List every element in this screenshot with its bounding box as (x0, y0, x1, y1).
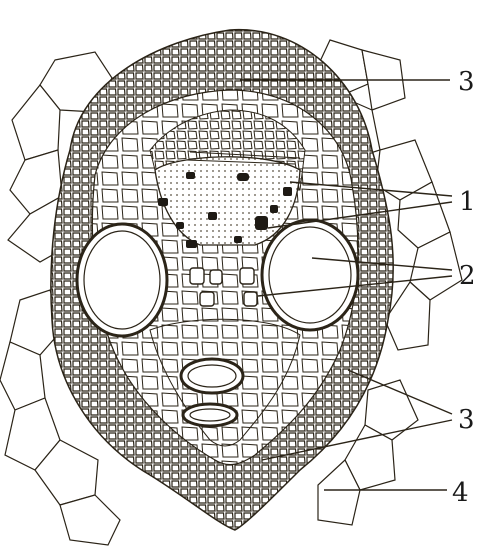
label-3-bottom: 3 (458, 405, 475, 435)
label-4: 4 (452, 478, 469, 508)
labels: 3 1 2 3 4 (452, 67, 476, 508)
label-2: 2 (459, 261, 476, 291)
label-1: 1 (459, 187, 476, 217)
label-3-top: 3 (458, 67, 475, 97)
